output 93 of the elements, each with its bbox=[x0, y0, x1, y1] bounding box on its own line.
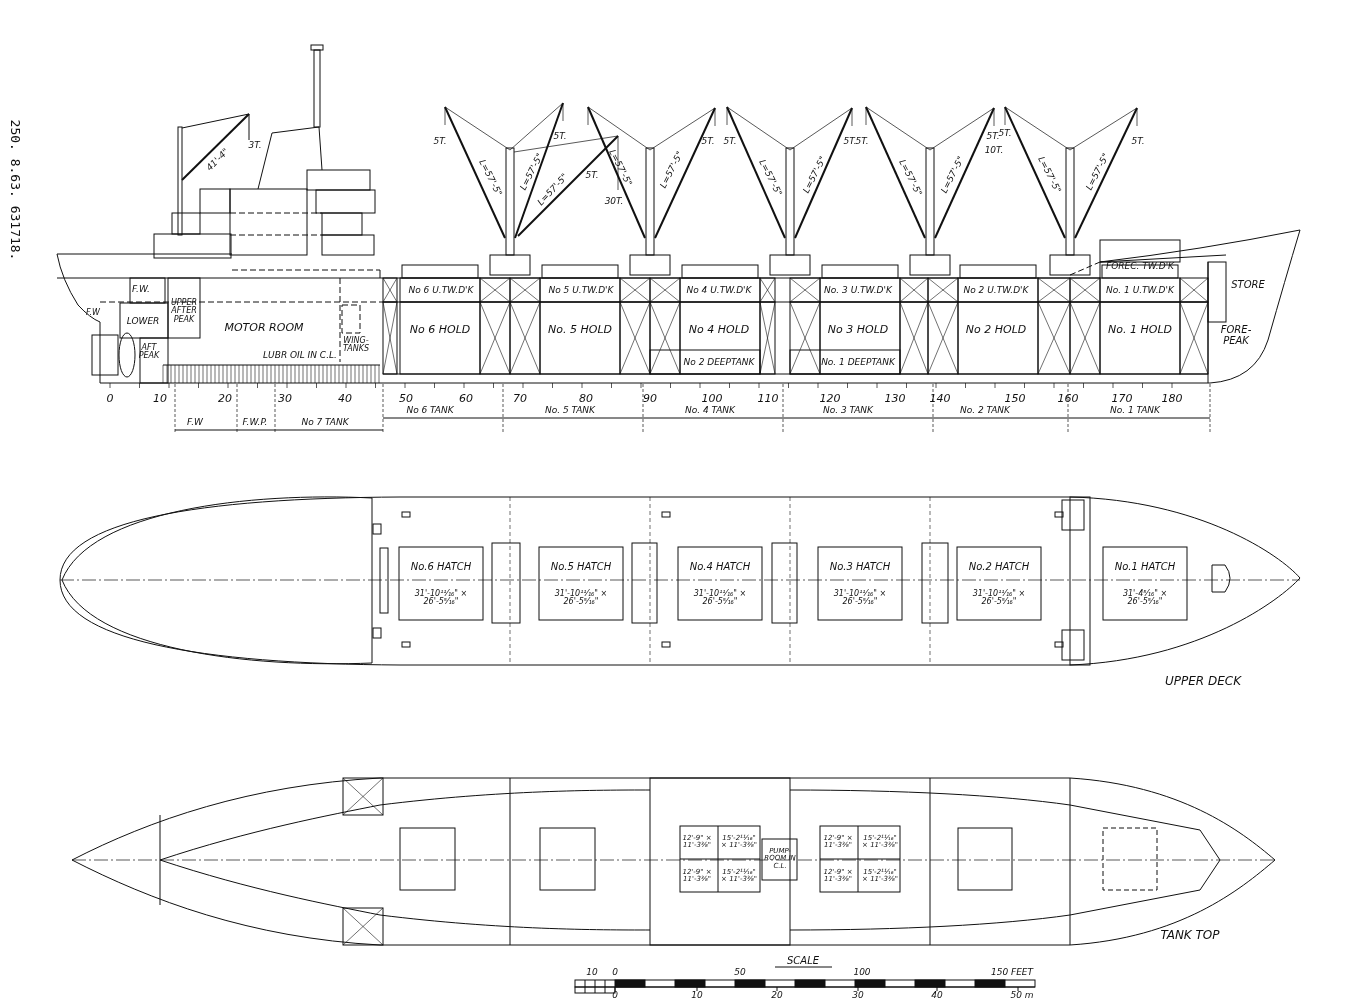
compartment-label: STORE bbox=[1231, 279, 1265, 291]
hatch-label: No.1 HATCH bbox=[1114, 561, 1176, 573]
frame-number: 120 bbox=[819, 393, 841, 405]
scale-number: 50 m bbox=[1010, 991, 1034, 1000]
tank-label: No 6 TANK bbox=[406, 406, 454, 416]
hatch-label: No.5 HATCH bbox=[550, 561, 612, 573]
scale-number: 50 bbox=[734, 968, 746, 978]
load-rating: 5T. bbox=[433, 137, 447, 147]
hatch-dimension: 31'-10¹¹⁄₁₆" × 26'-5⁵⁄₁₆" bbox=[971, 589, 1027, 607]
view-title: UPPER DECK bbox=[1164, 674, 1242, 688]
scale-number: 10 bbox=[586, 968, 598, 978]
hatch-label: No.2 HATCH bbox=[968, 561, 1030, 573]
load-rating: 5T. bbox=[855, 137, 869, 147]
compartment-label: No 2 HOLD bbox=[965, 324, 1027, 336]
compartment-label: UPPER AFTER PEAK bbox=[169, 299, 199, 325]
compartment-label: FORE-PEAK bbox=[1219, 324, 1253, 346]
hatch-dimension: 31'-10¹¹⁄₁₆" × 26'-5⁵⁄₁₆" bbox=[413, 589, 469, 607]
tank-label: No. 2 TANK bbox=[960, 406, 1010, 416]
frame-number: 90 bbox=[643, 393, 657, 405]
compartment-label: No 4 HOLD bbox=[688, 324, 750, 336]
tank-label: F.W bbox=[187, 418, 203, 428]
load-rating: 5T. bbox=[998, 129, 1012, 139]
compartment-label: No 6 HOLD bbox=[409, 324, 471, 336]
scale-number: 40 bbox=[931, 991, 943, 1000]
tank-label: No. 1 TANK bbox=[1110, 406, 1160, 416]
load-rating: 5T. bbox=[585, 171, 599, 181]
frame-number: 0 bbox=[106, 393, 114, 405]
frame-number: 180 bbox=[1161, 393, 1183, 405]
compartment-label: No 5 U.TW.D'K bbox=[548, 286, 614, 296]
frame-number: 140 bbox=[929, 393, 951, 405]
compartment-label: No. 3 U.TW.D'K bbox=[824, 286, 892, 296]
compartment-label: No 2 DEEPTANK bbox=[683, 358, 755, 368]
scale-number: 150 FEET bbox=[990, 968, 1034, 978]
compartment-label: AFT PEAK bbox=[137, 343, 161, 361]
tank-label: No. 4 TANK bbox=[685, 406, 735, 416]
frame-number: 150 bbox=[1004, 393, 1026, 405]
load-rating: 5T. bbox=[986, 132, 1000, 142]
compartment-label: No. 1 U.TW.D'K bbox=[1106, 286, 1174, 296]
frame-number: 40 bbox=[338, 393, 352, 405]
view-title: TANK TOP bbox=[1160, 928, 1220, 942]
frame-number: 50 bbox=[399, 393, 413, 405]
frame-number: 60 bbox=[459, 393, 473, 405]
frame-number: 160 bbox=[1057, 393, 1079, 405]
compartment-label: No 6 U.TW.D'K bbox=[408, 286, 474, 296]
hatch-label: No.6 HATCH bbox=[410, 561, 472, 573]
compartment-label: LUBR OIL IN C.L. bbox=[263, 351, 337, 361]
load-rating: 5T. bbox=[1131, 137, 1145, 147]
frame-number: 70 bbox=[513, 393, 527, 405]
scale-number: 30 bbox=[852, 991, 864, 1000]
compartment-label: No. 5 HOLD bbox=[548, 324, 612, 336]
frame-number: 80 bbox=[579, 393, 593, 405]
frame-number: 110 bbox=[757, 393, 779, 405]
tank-label: No. 3 TANK bbox=[823, 406, 873, 416]
load-rating: 30T. bbox=[604, 197, 624, 207]
hatch-dimension: 31'-10¹¹⁄₁₆" × 26'-5⁵⁄₁₆" bbox=[692, 589, 748, 607]
frame-number: 10 bbox=[153, 393, 167, 405]
hatch-dimension: 31'-10¹¹⁄₁₆" × 26'-5⁵⁄₁₆" bbox=[832, 589, 888, 607]
hatch-dimension: 31'-10¹¹⁄₁₆" × 26'-5⁵⁄₁₆" bbox=[553, 589, 609, 607]
compartment-label: F.W bbox=[86, 308, 100, 318]
compartment-label: No 4 U.TW.D'K bbox=[686, 286, 752, 296]
compartment-label: FOREC. TW.D'K bbox=[1106, 262, 1174, 272]
scale-number: 0 bbox=[612, 968, 618, 978]
tank-label: No 7 TANK bbox=[301, 418, 349, 428]
frame-number: 20 bbox=[218, 393, 232, 405]
scale-number: 100 bbox=[853, 968, 871, 978]
load-rating: 3T. bbox=[248, 141, 262, 151]
frame-number: 30 bbox=[278, 393, 292, 405]
compartment-label: WING-TANKS bbox=[342, 336, 370, 354]
hatch-dimension: 31'-4⁵⁄₁₆" × 26'-5⁵⁄₁₆" bbox=[1121, 589, 1169, 607]
tank-label: F.W.P. bbox=[242, 418, 268, 428]
scale-number: 10 bbox=[691, 991, 703, 1000]
compartment-label: MOTOR ROOM bbox=[224, 322, 304, 334]
drawing-number: 250. 8.63. 631718. bbox=[8, 119, 22, 261]
scale-number: 0 bbox=[612, 991, 618, 1000]
compartment-label: No. 1 DEEPTANK bbox=[821, 358, 895, 368]
compartment-label: F.W. bbox=[132, 285, 150, 295]
compartment-label: No 2 U.TW.D'K bbox=[963, 286, 1029, 296]
load-rating: 10T. bbox=[984, 146, 1004, 156]
scale-title: SCALE bbox=[786, 955, 820, 967]
hatch-label: No.3 HATCH bbox=[829, 561, 891, 573]
load-rating: 5T. bbox=[843, 137, 857, 147]
compartment-label: LOWER bbox=[126, 317, 160, 327]
frame-number: 100 bbox=[701, 393, 723, 405]
load-rating: 5T. bbox=[723, 137, 737, 147]
load-rating: 5T. bbox=[701, 137, 715, 147]
scale-number: 20 bbox=[771, 991, 783, 1000]
hatch-label: No.4 HATCH bbox=[689, 561, 751, 573]
compartment-label: No 3 HOLD bbox=[827, 324, 889, 336]
load-rating: 5T. bbox=[553, 132, 567, 142]
frame-number: 130 bbox=[884, 393, 906, 405]
compartment-label: No. 1 HOLD bbox=[1108, 324, 1172, 336]
frame-number: 170 bbox=[1111, 393, 1133, 405]
tank-label: No. 5 TANK bbox=[545, 406, 595, 416]
